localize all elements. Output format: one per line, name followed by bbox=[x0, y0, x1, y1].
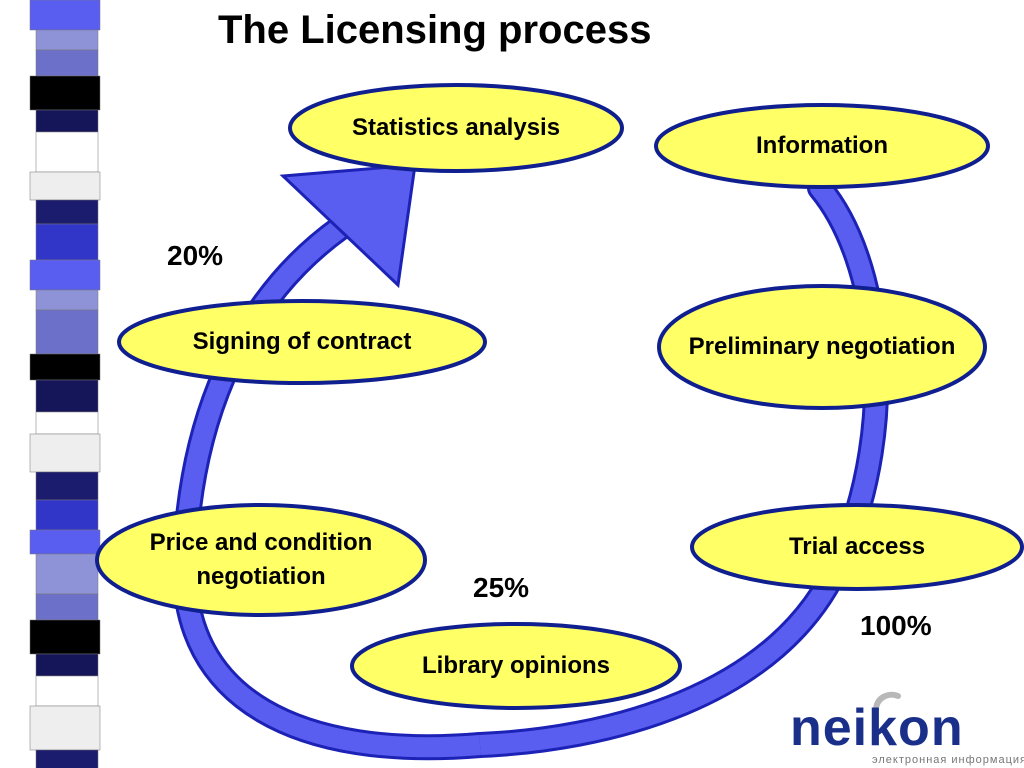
stripe-block bbox=[29, 171, 101, 201]
logo-subtitle: электронная информация bbox=[872, 754, 1024, 766]
node-trial-access bbox=[690, 503, 1024, 591]
percent-trial: 100% bbox=[860, 610, 932, 641]
logo-wordmark: neikon bbox=[790, 699, 964, 757]
label-signing-of-contract: Signing of contract bbox=[192, 328, 412, 355]
stripe-block bbox=[29, 0, 101, 31]
stripe-block bbox=[29, 619, 101, 655]
label-price-line1: Price and condition bbox=[149, 529, 373, 556]
node-price-and-condition bbox=[95, 503, 427, 617]
label-price-line2: negotiation bbox=[196, 563, 326, 590]
decorative-stripes bbox=[29, 0, 101, 768]
page-title: The Licensing process bbox=[218, 8, 652, 52]
stripe-block bbox=[35, 223, 99, 261]
stripe-block bbox=[35, 499, 99, 531]
stripe-block bbox=[35, 309, 99, 355]
node-statistics-analysis bbox=[288, 83, 624, 173]
stripe-block bbox=[29, 353, 101, 381]
cycle-arrowhead bbox=[279, 163, 417, 289]
logo-accent-icon bbox=[873, 691, 901, 713]
stripe-block bbox=[29, 433, 101, 473]
label-preliminary-negotiation: Preliminary negotiation bbox=[688, 333, 956, 360]
percent-signing: 20% bbox=[167, 240, 224, 271]
stripe-block bbox=[29, 75, 101, 111]
label-library-opinions: Library opinions bbox=[421, 652, 610, 679]
node-library-opinions bbox=[350, 622, 682, 710]
stripe-block bbox=[35, 471, 99, 501]
stripe-block bbox=[35, 199, 99, 225]
stripe-block bbox=[35, 749, 99, 768]
label-statistics-analysis: Statistics analysis bbox=[351, 114, 561, 141]
stripe-block bbox=[35, 553, 99, 595]
stripe-block bbox=[35, 593, 99, 621]
label-information: Information bbox=[756, 132, 888, 159]
node-information bbox=[654, 103, 990, 189]
stripe-block bbox=[29, 529, 101, 555]
stripe-block bbox=[29, 259, 101, 291]
node-signing-of-contract bbox=[117, 299, 487, 385]
node-preliminary-negotiation bbox=[657, 284, 987, 410]
percent-library: 25% bbox=[473, 572, 530, 603]
neikon-logo: neikon электронная информация bbox=[790, 690, 1024, 768]
stripe-block bbox=[29, 705, 101, 751]
stripe-block bbox=[35, 675, 99, 707]
label-trial-access: Trial access bbox=[788, 533, 926, 560]
stripe-block bbox=[35, 379, 99, 413]
